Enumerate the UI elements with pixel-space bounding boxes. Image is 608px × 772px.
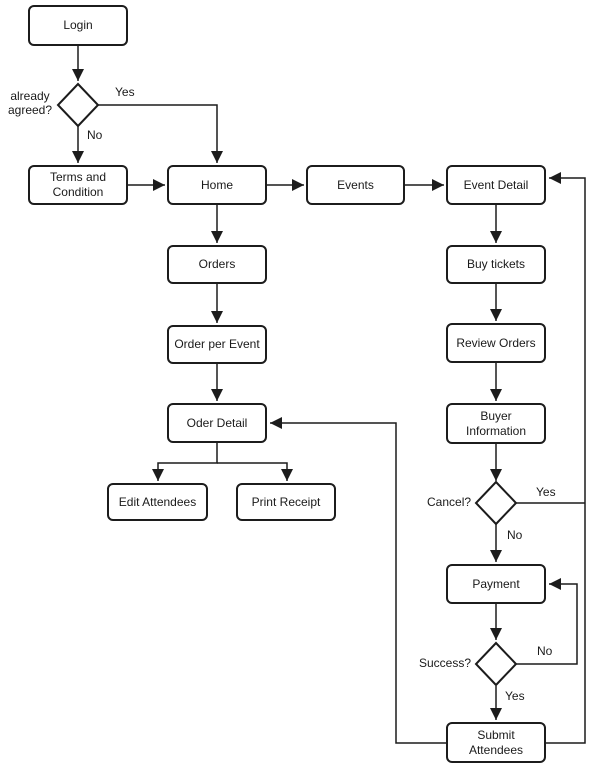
decision-already-agreed-diamond: [56, 82, 100, 128]
node-oder-detail: Oder Detail: [167, 403, 267, 443]
edge-label-success-no: No: [537, 644, 553, 658]
node-login: Login: [28, 5, 128, 46]
node-buyer-information: Buyer Information: [446, 403, 546, 444]
node-orders: Orders: [167, 245, 267, 284]
node-edit-attendees: Edit Attendees: [107, 483, 208, 521]
edge-label-cancel-no: No: [507, 528, 523, 542]
edge-label-success-yes: Yes: [505, 689, 525, 703]
edge-oder-detail-to-print-receipt: [217, 462, 293, 481]
decision-success-diamond: [474, 641, 518, 687]
edge-submit-to-event-detail: [546, 172, 586, 744]
decision-label-success: Success?: [419, 656, 472, 670]
node-terms-and-condition: Terms and Condition: [28, 165, 128, 205]
node-order-per-event: Order per Event: [167, 325, 267, 364]
edge-success-no-to-payment: [516, 578, 578, 665]
node-buy-tickets: Buy tickets: [446, 245, 546, 284]
edge-label-cancel-yes: Yes: [536, 485, 556, 499]
edge-oder-detail-to-edit-attendees: [152, 443, 218, 481]
node-print-receipt: Print Receipt: [236, 483, 336, 521]
decision-label-already-agreed: already agreed?: [7, 89, 53, 117]
node-home: Home: [167, 165, 267, 205]
edge-label-agreed-yes: Yes: [115, 85, 135, 99]
node-events: Events: [306, 165, 405, 205]
edge-submit-to-oder-detail: [270, 417, 446, 744]
node-payment: Payment: [446, 564, 546, 604]
decision-cancel-diamond: [474, 480, 518, 526]
edge-agreed-yes-to-home: [97, 104, 223, 163]
node-event-detail: Event Detail: [446, 165, 546, 205]
node-review-orders: Review Orders: [446, 323, 546, 363]
edge-label-agreed-no: No: [87, 128, 103, 142]
decision-label-cancel: Cancel?: [427, 495, 472, 509]
node-submit-attendees: Submit Attendees: [446, 722, 546, 763]
